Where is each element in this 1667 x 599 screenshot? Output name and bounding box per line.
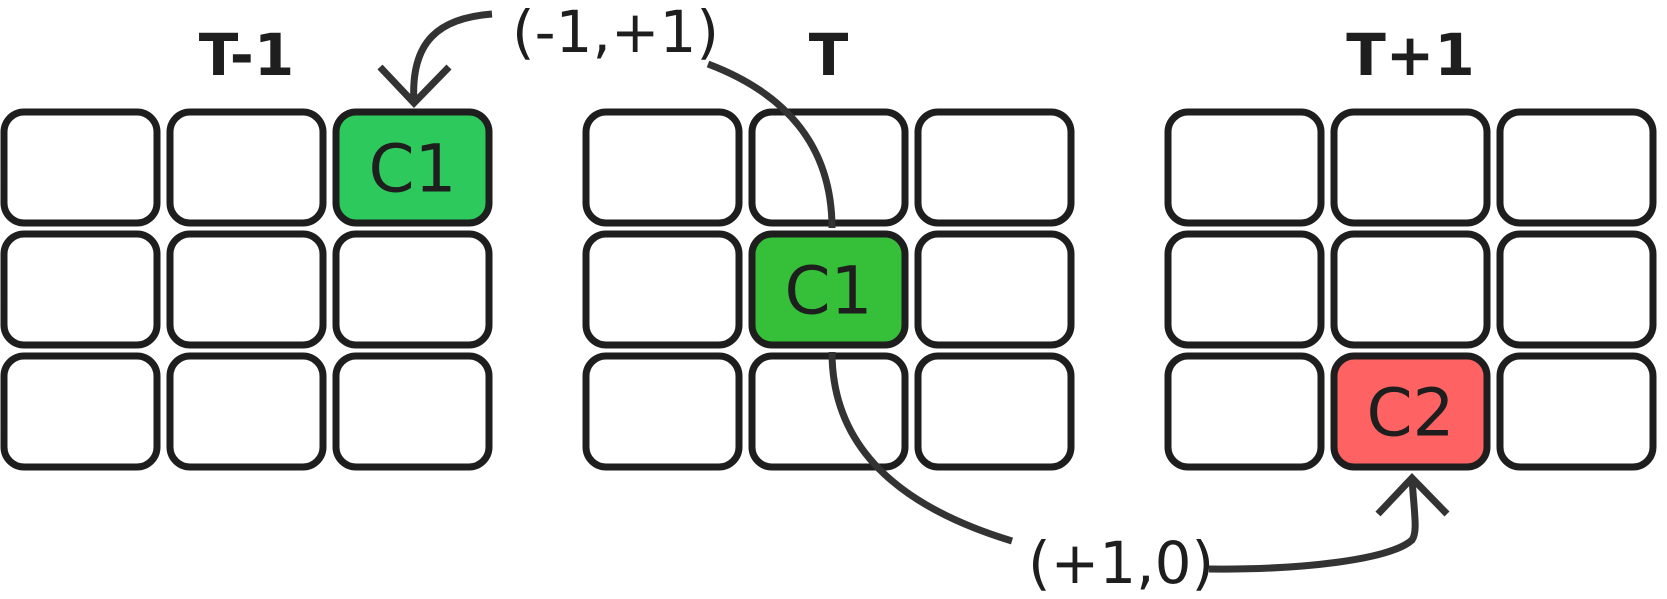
grid-cell <box>166 230 327 349</box>
grid-cell <box>0 108 161 227</box>
grid-cell <box>1496 352 1657 471</box>
grid-cell <box>1330 108 1491 227</box>
grid-cell <box>1164 108 1325 227</box>
grids-layer: T-1C1 T C1 T+1C2 <box>0 21 1657 471</box>
grid-cell <box>166 352 327 471</box>
cell-label: C2 <box>1366 375 1454 452</box>
grid-cell <box>0 352 161 471</box>
grid-0: T-1C1 <box>0 21 493 471</box>
grid-cell <box>748 352 909 471</box>
grid-cell <box>914 108 1075 227</box>
arrowhead-up-icon <box>1375 472 1450 517</box>
grid-cell <box>1496 230 1657 349</box>
grid-cell <box>166 108 327 227</box>
grid-cell <box>582 352 743 471</box>
grid-cell-highlighted <box>748 230 909 349</box>
grid-cell-highlighted <box>1330 352 1491 471</box>
grid-cell <box>914 352 1075 471</box>
grid-cell <box>1164 352 1325 471</box>
grid-title: T+1 <box>1346 21 1475 89</box>
cell-label: C1 <box>368 131 456 208</box>
grid-cell <box>0 230 161 349</box>
grid-cell <box>332 352 493 471</box>
grid-cell <box>1496 108 1657 227</box>
offset-label-previous: (-1,+1) <box>512 0 719 66</box>
grid-cell-highlighted <box>332 108 493 227</box>
grid-cell <box>1164 230 1325 349</box>
grid-cell <box>332 230 493 349</box>
grid-2: T+1C2 <box>1164 21 1657 471</box>
grid-cell <box>582 230 743 349</box>
connector-to-next-right <box>1208 477 1419 573</box>
cell-label: C1 <box>784 253 872 330</box>
grid-title: T-1 <box>199 21 294 89</box>
connector-to-next-left <box>828 351 1014 545</box>
grid-cell <box>582 108 743 227</box>
offset-label-next: (+1,0) <box>1028 529 1214 597</box>
arrowhead-down-icon <box>377 64 452 109</box>
connector-to-previous-lower <box>410 10 493 104</box>
grid-title: T <box>809 21 849 89</box>
connector-to-previous-upper <box>706 60 836 229</box>
grid-cell <box>914 230 1075 349</box>
grid-cell <box>1330 230 1491 349</box>
grid-1: T C1 <box>582 21 1075 471</box>
